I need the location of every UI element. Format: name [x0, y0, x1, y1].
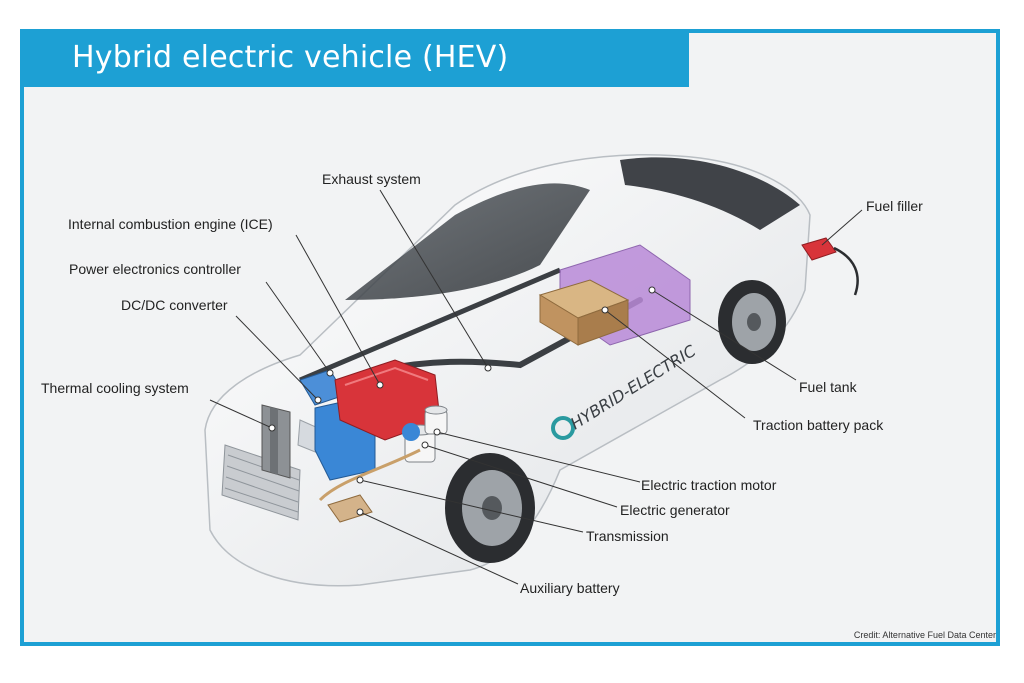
- traction-battery-pack: [538, 279, 630, 346]
- label-fuel-filler: Fuel filler: [866, 198, 923, 214]
- fuel-filler-nozzle: [801, 237, 859, 296]
- label-electric-generator: Electric generator: [620, 502, 730, 518]
- diagram-title: Hybrid electric vehicle (HEV): [72, 40, 509, 75]
- label-electric-traction-motor: Electric traction motor: [641, 477, 777, 493]
- windshield: [345, 183, 590, 300]
- label-ice: Internal combustion engine (ICE): [68, 216, 273, 232]
- thermal-cooling-radiator: [261, 404, 291, 479]
- label-auxiliary-battery: Auxiliary battery: [520, 580, 620, 596]
- rear-window: [620, 157, 800, 230]
- label-transmission: Transmission: [586, 528, 669, 544]
- label-traction-battery-pack: Traction battery pack: [753, 417, 884, 433]
- rear-wheel: [718, 280, 786, 364]
- electric-traction-motor: [402, 405, 448, 441]
- label-fuel-tank: Fuel tank: [799, 379, 857, 395]
- hybrid-logo-icon: [551, 416, 575, 440]
- credit-text: Credit: Alternative Fuel Data Center: [853, 630, 996, 640]
- label-power-electronics-controller: Power electronics controller: [69, 261, 241, 277]
- label-dcdc-converter: DC/DC converter: [121, 297, 228, 313]
- label-exhaust-system: Exhaust system: [322, 171, 421, 187]
- front-wheel: [445, 453, 535, 563]
- label-thermal-cooling-system: Thermal cooling system: [41, 380, 189, 396]
- drive-shaft: [299, 267, 561, 383]
- title-banner: [24, 33, 689, 87]
